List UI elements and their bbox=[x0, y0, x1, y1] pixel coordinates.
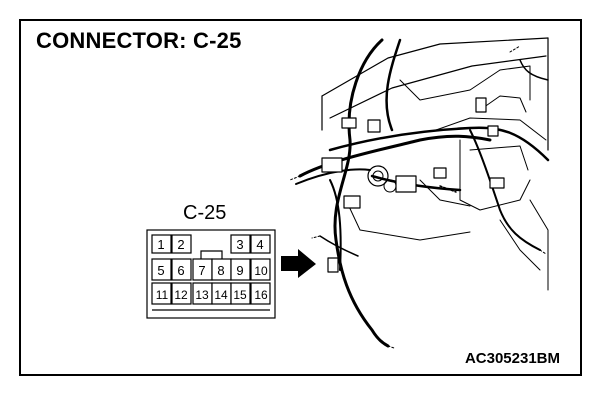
pin-11: 11 bbox=[156, 288, 169, 302]
pin-5: 5 bbox=[157, 263, 164, 278]
pin-1: 1 bbox=[157, 237, 164, 252]
pin-10: 10 bbox=[254, 264, 268, 278]
dashboard-illustration bbox=[289, 37, 550, 349]
connector-label: C-25 bbox=[183, 202, 227, 224]
pin-15: 15 bbox=[233, 288, 247, 302]
pin-12: 12 bbox=[174, 288, 188, 302]
pin-numbers: 1 2 3 4 5 6 7 8 9 10 11 12 13 14 15 16 bbox=[156, 237, 268, 302]
pin-6: 6 bbox=[177, 263, 184, 278]
pin-13: 13 bbox=[195, 288, 209, 302]
pin-3: 3 bbox=[236, 237, 243, 252]
diagram-frame bbox=[19, 19, 582, 376]
pin-9: 9 bbox=[236, 263, 243, 278]
pin-16: 16 bbox=[254, 288, 268, 302]
pin-7: 7 bbox=[198, 263, 205, 278]
figure-code: AC305231BM bbox=[464, 350, 560, 367]
connector-face bbox=[146, 229, 276, 319]
pin-4: 4 bbox=[256, 237, 263, 252]
pin-2: 2 bbox=[177, 237, 184, 252]
pin-14: 14 bbox=[214, 288, 228, 302]
pointer-arrow-icon bbox=[281, 249, 316, 278]
pin-8: 8 bbox=[217, 263, 224, 278]
diagram-title: CONNECTOR: C-25 bbox=[36, 28, 242, 53]
